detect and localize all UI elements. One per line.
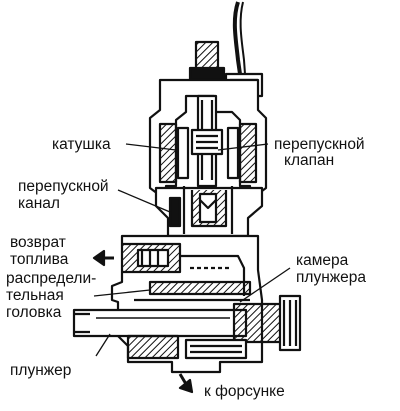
label-plunger-chamber-2: плунжера: [296, 269, 366, 286]
plunger-rod: [72, 308, 248, 338]
threaded-bolt: [232, 302, 284, 344]
label-bypass-valve-2: клапан: [284, 152, 335, 169]
valve-body: [154, 186, 264, 238]
wire: [232, 1, 242, 75]
label-bypass-channel-1: перепускной: [18, 178, 109, 195]
leader-lines: [93, 143, 291, 357]
label-dist-head-2: тельная: [6, 287, 64, 304]
fuel-return-arrow: [92, 249, 114, 267]
to-injector-arrow: [178, 373, 194, 394]
label-fuel-return-2: топлива: [10, 251, 69, 268]
coil-left: [158, 122, 178, 184]
label-plunger: плунжер: [10, 362, 72, 379]
label-coil: катушка: [52, 136, 111, 153]
label-fuel-return-1: возврат: [10, 234, 66, 251]
label-bypass-valve-1: перепускной: [274, 136, 365, 153]
label-bypass-channel-2: канал: [18, 195, 60, 212]
label-plunger-chamber-1: камера: [296, 252, 349, 269]
label-dist-head-3: головка: [6, 304, 62, 321]
plunger-assembly: [72, 294, 302, 360]
label-dist-head-1: распредели-: [6, 270, 97, 287]
label-to-injector: к форсунке: [204, 383, 285, 400]
coil-right: [238, 122, 258, 184]
solenoid-housing: [148, 78, 268, 202]
